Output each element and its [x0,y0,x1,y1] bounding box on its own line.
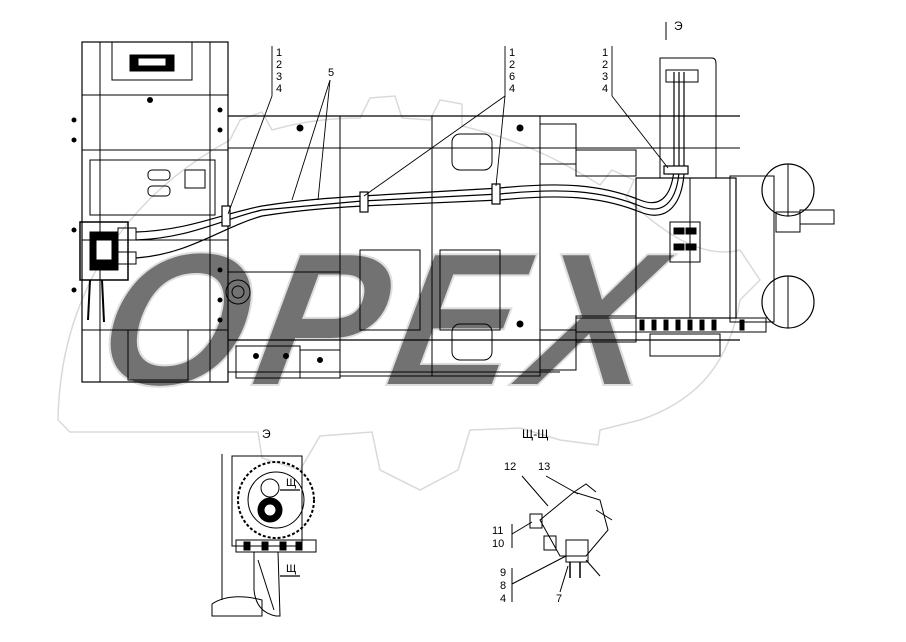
callout-8: 8 [500,580,506,592]
hose-clamp-left [221,205,231,227]
section-title-shch: Щ-Щ [522,427,549,441]
valve-body-section [539,491,609,557]
watermark-logo: OPEX [57,95,761,491]
callout-10: 10 [492,538,504,550]
stack-right-2: 2 [602,59,608,71]
callout-stack-middle: 1 2 6 4 [509,47,515,95]
hose-lower [135,72,685,259]
cab-top-bracket [111,41,193,81]
hydraulic-hose-bundle [135,72,689,259]
center-frame [339,115,541,377]
watermark-text: OPEX [85,213,685,425]
hose-upper [135,72,675,233]
cut-mark-shch-lower: Щ [286,563,296,575]
callout-7: 7 [556,593,562,605]
section-mark-e-bottom: Э [262,427,271,441]
stack-right-1: 1 [602,47,608,59]
detail-callouts: 12 13 11 10 9 8 4 7 [492,461,562,605]
cut-mark-shch-upper: Щ [286,477,296,489]
callout-12: 12 [504,461,516,473]
pump-unit [79,221,137,323]
watermark-gear-outline [57,95,761,491]
valve-block [89,159,216,216]
stack-middle-2: 2 [509,59,515,71]
mount-bushing [225,279,251,305]
stack-middle-4: 4 [509,83,515,95]
callout-9: 9 [500,567,506,579]
stack-left-1: 1 [276,47,282,59]
stack-left-2: 2 [276,59,282,71]
detail-view-e [211,454,317,617]
stack-middle-3: 6 [509,71,515,83]
bolt-row-left [71,97,223,323]
detail-section-shch [511,475,613,602]
bracket-arm [253,551,281,617]
chassis-assembly [71,41,835,383]
stack-right-3: 3 [602,71,608,83]
gear-ring [237,461,315,539]
hose-clamp-right [663,165,689,175]
section-mark-e-top: Э [674,19,683,33]
hose-clamp-middle [359,191,369,213]
stack-left-3: 3 [276,71,282,83]
callout-leaders [227,46,669,215]
stack-right-4: 4 [602,83,608,95]
callout-13: 13 [538,461,550,473]
callout-stack-left: 1 2 3 4 [276,47,282,95]
hose-clamp-middle-2 [491,183,501,205]
callout-4-detail: 4 [500,593,506,605]
callout-stack-right: 1 2 3 4 [602,47,608,95]
callout-hose-5: 5 [328,67,334,79]
hose-bracket-top [659,57,717,178]
callout-11: 11 [492,525,503,537]
stack-middle-1: 1 [509,47,515,59]
stack-left-4: 4 [276,83,282,95]
